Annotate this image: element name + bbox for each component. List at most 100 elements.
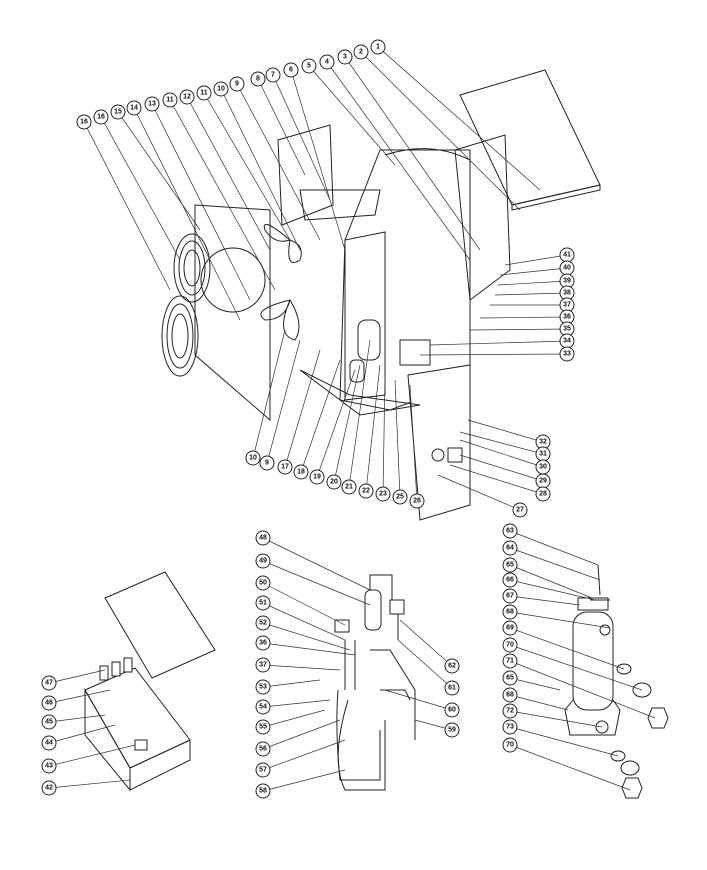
callout-number: 1 xyxy=(376,44,380,51)
callout-number: 14 xyxy=(130,105,138,112)
callout-number: 71 xyxy=(506,658,514,665)
fan-guard-2 xyxy=(161,295,199,377)
callout-number: 53 xyxy=(259,684,267,691)
callout-circle xyxy=(444,702,460,718)
callout-number: 61 xyxy=(448,685,456,692)
callout-number: 44 xyxy=(45,740,53,747)
callout-number: 7 xyxy=(271,72,275,79)
leader-line xyxy=(449,464,544,495)
electrical-box xyxy=(84,571,216,792)
side-grille xyxy=(277,124,334,226)
callout-circle xyxy=(110,104,126,120)
callout-number: 29 xyxy=(539,478,547,485)
main-unit-parts xyxy=(161,69,601,521)
leader-line xyxy=(48,744,136,767)
callout-number: 2 xyxy=(359,49,363,56)
o-ring xyxy=(616,663,632,675)
part-callout-65: 65 xyxy=(502,670,518,686)
callout-circle xyxy=(255,530,271,546)
leader-line xyxy=(382,374,386,495)
callout-circle xyxy=(126,100,142,116)
callout-number: 6 xyxy=(289,67,293,74)
callout-number: 30 xyxy=(539,464,547,471)
callout-circle xyxy=(255,679,271,695)
callout-circle xyxy=(444,658,460,674)
callout-number: 46 xyxy=(45,700,53,707)
callout-number: 4 xyxy=(325,59,329,66)
leader-line xyxy=(409,384,418,502)
part-callout-57: 57 xyxy=(255,762,271,778)
part-callout-23: 23 xyxy=(375,486,391,502)
callout-circle xyxy=(341,479,357,495)
callout-number: 60 xyxy=(448,707,456,714)
part-callout-60: 60 xyxy=(444,702,460,718)
callout-number: 10 xyxy=(249,455,257,462)
leader-line xyxy=(509,530,599,566)
leader-line xyxy=(479,316,568,319)
leader-line xyxy=(290,69,346,251)
leader-line xyxy=(169,99,276,291)
callout-number: 17 xyxy=(281,464,289,471)
callout-number: 26 xyxy=(413,498,421,505)
callout-circle xyxy=(301,58,317,74)
leader-line xyxy=(509,726,619,757)
leader-line xyxy=(252,329,286,459)
leader-line xyxy=(509,547,601,581)
callout-number: 52 xyxy=(259,620,267,627)
leader-line xyxy=(509,694,569,711)
callout-number: 23 xyxy=(379,491,387,498)
callout-number: 57 xyxy=(259,767,267,774)
leader-line xyxy=(262,537,371,591)
callout-number: 54 xyxy=(259,704,267,711)
part-callout-14: 14 xyxy=(126,100,142,116)
callout-number: 5 xyxy=(307,63,311,70)
callout-circle xyxy=(309,469,325,485)
leader-line xyxy=(509,677,561,691)
part-callout-65: 65 xyxy=(502,557,518,573)
leader-lines xyxy=(48,46,656,792)
callout-circle xyxy=(409,493,425,509)
callout-circle xyxy=(502,557,518,573)
part-callout-49: 49 xyxy=(255,553,271,569)
part-callout-37: 37 xyxy=(559,297,575,313)
callout-number: 22 xyxy=(362,488,370,495)
leader-line xyxy=(203,92,291,241)
leader-line xyxy=(151,103,251,301)
part-callout-40: 40 xyxy=(559,260,575,276)
callout-circle xyxy=(76,114,92,130)
leader-line xyxy=(509,660,656,719)
callout-circle xyxy=(502,719,518,735)
callout-number: 69 xyxy=(506,625,514,632)
callout-number: 28 xyxy=(539,491,547,498)
callout-number: 34 xyxy=(563,338,571,345)
leader-line xyxy=(333,364,361,483)
leader-line xyxy=(300,359,341,473)
leader-line xyxy=(497,280,568,286)
part-callout-12: 12 xyxy=(179,89,195,105)
part-callout-73: 73 xyxy=(502,719,518,735)
part-callout-7: 7 xyxy=(265,67,281,83)
callout-number: 38 xyxy=(563,290,571,297)
callout-number: 70 xyxy=(506,742,514,749)
callout-circle xyxy=(255,575,271,591)
callout-circle xyxy=(250,71,266,87)
part-callout-8: 8 xyxy=(250,71,266,87)
callout-circle xyxy=(41,735,57,751)
leader-line xyxy=(509,579,596,601)
part-callout-29: 29 xyxy=(535,473,551,489)
heat-exchanger xyxy=(564,564,669,799)
part-callout-36: 36 xyxy=(559,309,575,325)
callout-circle xyxy=(502,703,518,719)
callout-circle xyxy=(41,780,57,796)
control-panel xyxy=(407,364,471,521)
callout-number: 31 xyxy=(539,451,547,458)
callout-circle xyxy=(512,502,528,518)
leader-line xyxy=(437,474,521,511)
callout-circle xyxy=(196,85,212,101)
leader-line xyxy=(429,340,568,346)
callout-circle xyxy=(255,741,271,757)
part-callout-47: 47 xyxy=(41,675,57,691)
leader-line xyxy=(220,88,301,251)
leader-line xyxy=(509,595,581,606)
